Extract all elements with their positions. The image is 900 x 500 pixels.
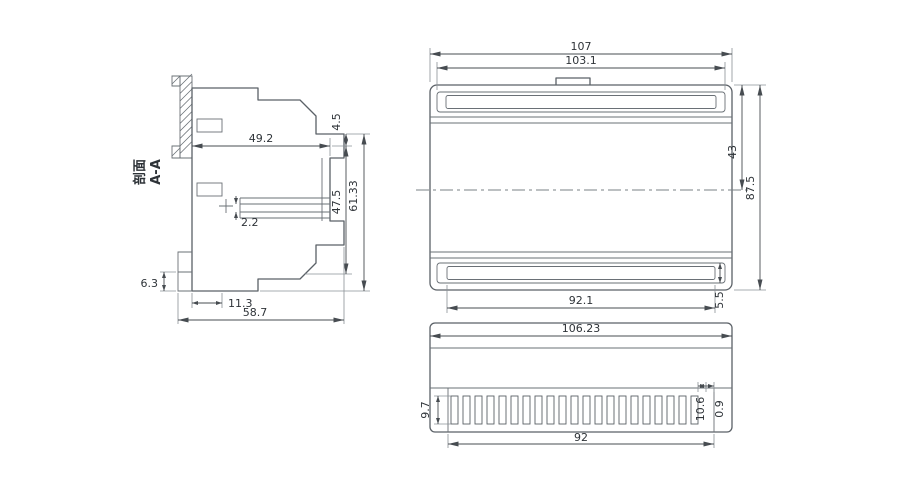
dim-bottom-vent-span: 92 — [447, 431, 715, 448]
dim-bottom-width-overall: 106.23 — [430, 322, 732, 339]
svg-text:58.7: 58.7 — [243, 306, 268, 319]
svg-text:10.6: 10.6 — [694, 397, 707, 422]
dim-section-height-lip: 4.5 — [330, 113, 348, 146]
svg-text:2.2: 2.2 — [241, 216, 259, 229]
section-view: 剖面 A-A 49.2 61.33 — [132, 73, 370, 324]
vent-slots — [450, 395, 699, 425]
svg-text:43: 43 — [726, 145, 739, 159]
svg-text:61.33: 61.33 — [347, 180, 360, 212]
dim-front-panel-height: 5.5 — [713, 263, 726, 309]
bottom-panel — [436, 262, 726, 284]
dim-front-width-bottom-panel: 92.1 — [446, 285, 716, 313]
dim-front-height-center-to-top: 43 — [726, 85, 745, 190]
dim-section-width-top: 49.2 — [192, 132, 331, 156]
dim-front-width-top-panel: 103.1 — [436, 54, 726, 90]
svg-text:5.5: 5.5 — [713, 291, 726, 309]
rail-latch-upper — [196, 118, 223, 133]
front-outline — [416, 77, 748, 291]
rail-latch-lower — [196, 182, 223, 197]
svg-text:4.5: 4.5 — [330, 113, 343, 131]
dim-section-rail-offset: 11.3 — [191, 293, 253, 310]
dim-bottom-slot-rib: 0.9 — [713, 400, 726, 418]
dim-front-height-overall: 87.5 — [734, 84, 766, 291]
svg-text:92.1: 92.1 — [569, 294, 594, 307]
svg-text:103.1: 103.1 — [565, 54, 597, 67]
enclosure-profile — [177, 87, 345, 292]
bottom-outline — [429, 322, 733, 433]
svg-text:47.5: 47.5 — [330, 190, 343, 215]
terminal-ribs — [239, 197, 330, 219]
svg-text:9.7: 9.7 — [419, 401, 432, 419]
section-label-cn: 剖面 — [132, 159, 148, 185]
dim-section-depth: 58.7 — [177, 247, 345, 324]
datum-cross — [219, 199, 233, 213]
top-tab — [555, 77, 591, 85]
front-view: 107 103.1 87.5 43 92.1 5.5 — [416, 40, 766, 313]
svg-text:0.9: 0.9 — [713, 400, 726, 418]
svg-text:92: 92 — [574, 431, 588, 444]
top-panel — [436, 91, 726, 113]
svg-text:49.2: 49.2 — [249, 132, 274, 145]
din-rail-section — [171, 73, 193, 159]
section-label-aa: A-A — [149, 159, 164, 185]
dim-section-rib: 2.2 — [234, 196, 259, 229]
svg-text:107: 107 — [571, 40, 592, 53]
dim-section-foot: 6.3 — [141, 271, 176, 292]
dim-section-height-opening: 47.5 — [305, 145, 352, 275]
dim-bottom-vent-height: 9.7 — [419, 395, 451, 425]
svg-text:106.23: 106.23 — [562, 322, 601, 335]
bottom-view: 106.23 92 9.7 10.6 0.9 — [419, 322, 733, 448]
svg-text:11.3: 11.3 — [228, 297, 253, 310]
svg-text:6.3: 6.3 — [141, 277, 159, 290]
svg-text:87.5: 87.5 — [744, 176, 757, 201]
dim-section-height-overall: 61.33 — [260, 133, 370, 292]
dim-front-width-overall: 107 — [429, 40, 733, 82]
dim-bottom-slot-pitch: 10.6 — [694, 397, 707, 422]
